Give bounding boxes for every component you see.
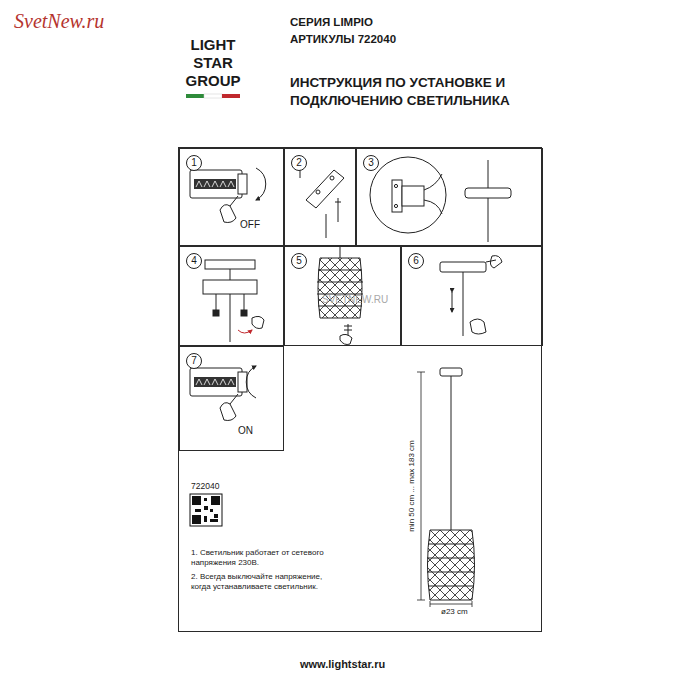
breaker-off	[190, 168, 266, 223]
shade-fitting	[340, 246, 341, 258]
flag-stripe	[204, 94, 222, 98]
article-code: 722040	[191, 481, 219, 491]
heading: ИНСТРУКЦИЯ ПО УСТАНОВКЕ И ПОДКЛЮЧЕНИЮ СВ…	[290, 74, 552, 110]
step-number: 7	[186, 353, 202, 369]
qr-code	[214, 514, 218, 518]
mounting-bracket	[306, 170, 344, 208]
canopy-connection	[203, 280, 257, 294]
dimension-lines	[430, 601, 431, 607]
step-number: 5	[291, 253, 307, 269]
qr-code	[204, 498, 207, 501]
step-panel: 1OFF	[179, 148, 284, 246]
watermark: SVETNEW.RU	[322, 294, 388, 305]
qr-code	[195, 509, 201, 512]
step-number: 2	[291, 155, 307, 171]
step-panel: 4	[179, 246, 284, 346]
canopy-connection	[241, 310, 247, 316]
wiring-detail	[392, 180, 402, 212]
wiring-detail	[402, 186, 424, 206]
website: www.lightstar.ru	[300, 658, 385, 670]
mounting-bracket	[335, 202, 341, 203]
shade-fitting	[318, 258, 362, 318]
step-number: 6	[408, 253, 424, 269]
canopy-connection	[252, 316, 264, 328]
height-adjust	[440, 262, 486, 272]
dimension-lines	[417, 372, 425, 373]
wiring-detail	[424, 174, 442, 214]
step-panel: 2	[284, 148, 356, 246]
mounting-bracket	[316, 190, 320, 194]
flag-stripe	[222, 94, 240, 98]
pendant-lamp	[451, 376, 452, 530]
height-adjust	[463, 272, 464, 336]
step-number: 1	[186, 155, 202, 171]
height-adjust	[470, 319, 486, 334]
breaker-on	[246, 366, 256, 398]
series: СЕРИЯ LIMPIO	[290, 16, 373, 28]
qr-code	[192, 515, 201, 524]
wiring-detail	[488, 198, 489, 242]
canopy-connection	[205, 260, 255, 269]
wiring-detail	[394, 204, 397, 207]
dimension-lines	[472, 601, 473, 607]
canopy-connection	[230, 294, 231, 342]
wiring-detail	[488, 160, 489, 188]
step-number: 3	[363, 155, 379, 171]
shop-logo: SvetNew.ru	[14, 10, 104, 33]
wiring-detail	[465, 188, 511, 198]
height-adjust	[452, 292, 453, 312]
wiring-detail	[370, 157, 446, 233]
brand-logo: LIGHT STAR GROUP	[182, 36, 244, 90]
canopy-connection	[216, 294, 217, 310]
flag-stripe	[186, 94, 204, 98]
wiring-detail	[394, 184, 397, 187]
dimension-lines	[421, 372, 422, 600]
article: АРТИКУЛЫ 722040	[290, 33, 396, 45]
step-panel: 3	[356, 148, 543, 246]
qr-code	[204, 516, 207, 522]
breaker-on	[190, 368, 247, 421]
height-adjust	[440, 256, 502, 336]
dimension-height: min 50 cm ... max 183 cm	[407, 440, 416, 532]
step-panel: 7ON	[179, 346, 284, 451]
canopy-connection	[230, 269, 231, 280]
flag-stripe	[186, 94, 240, 98]
instruction-frame: 722040 1. Светильник работает от сетевого…	[178, 147, 542, 632]
pendant-lamp	[440, 368, 462, 376]
mounting-bracket	[326, 214, 327, 238]
canopy-connection	[203, 260, 264, 342]
dimension-lines	[417, 372, 472, 607]
step-number: 4	[186, 253, 202, 269]
dimension-diameter: ø23 cm	[441, 607, 468, 616]
dimension-lines	[430, 604, 472, 605]
qr-code	[190, 494, 222, 526]
pendant-lamp	[427, 544, 475, 586]
qr-code	[211, 496, 220, 505]
breaker-off	[190, 170, 247, 223]
wiring-detail	[370, 157, 511, 242]
note: 2. Всегда выключайте напряжение, когда у…	[191, 572, 341, 591]
qr-code	[190, 494, 222, 526]
mounting-bracket	[330, 176, 334, 180]
note: 1. Светильник работает от сетевого напря…	[191, 548, 341, 567]
canopy-connection	[244, 294, 245, 310]
qr-code	[204, 506, 208, 510]
canopy-connection	[238, 330, 252, 333]
shade-fitting	[340, 334, 352, 344]
qr-code	[210, 509, 213, 512]
dimension-lines	[417, 600, 425, 601]
breaker-on	[190, 366, 256, 421]
pendant-lamp	[427, 368, 475, 600]
pendant-lamp	[428, 530, 475, 600]
height-adjust	[486, 256, 502, 268]
switch-state: OFF	[240, 219, 260, 231]
canopy-connection	[213, 310, 219, 316]
switch-state: ON	[238, 425, 253, 437]
qr-code	[192, 496, 201, 505]
step-panel: 6	[401, 246, 543, 346]
qr-code	[210, 519, 218, 522]
breaker-off	[256, 168, 266, 200]
